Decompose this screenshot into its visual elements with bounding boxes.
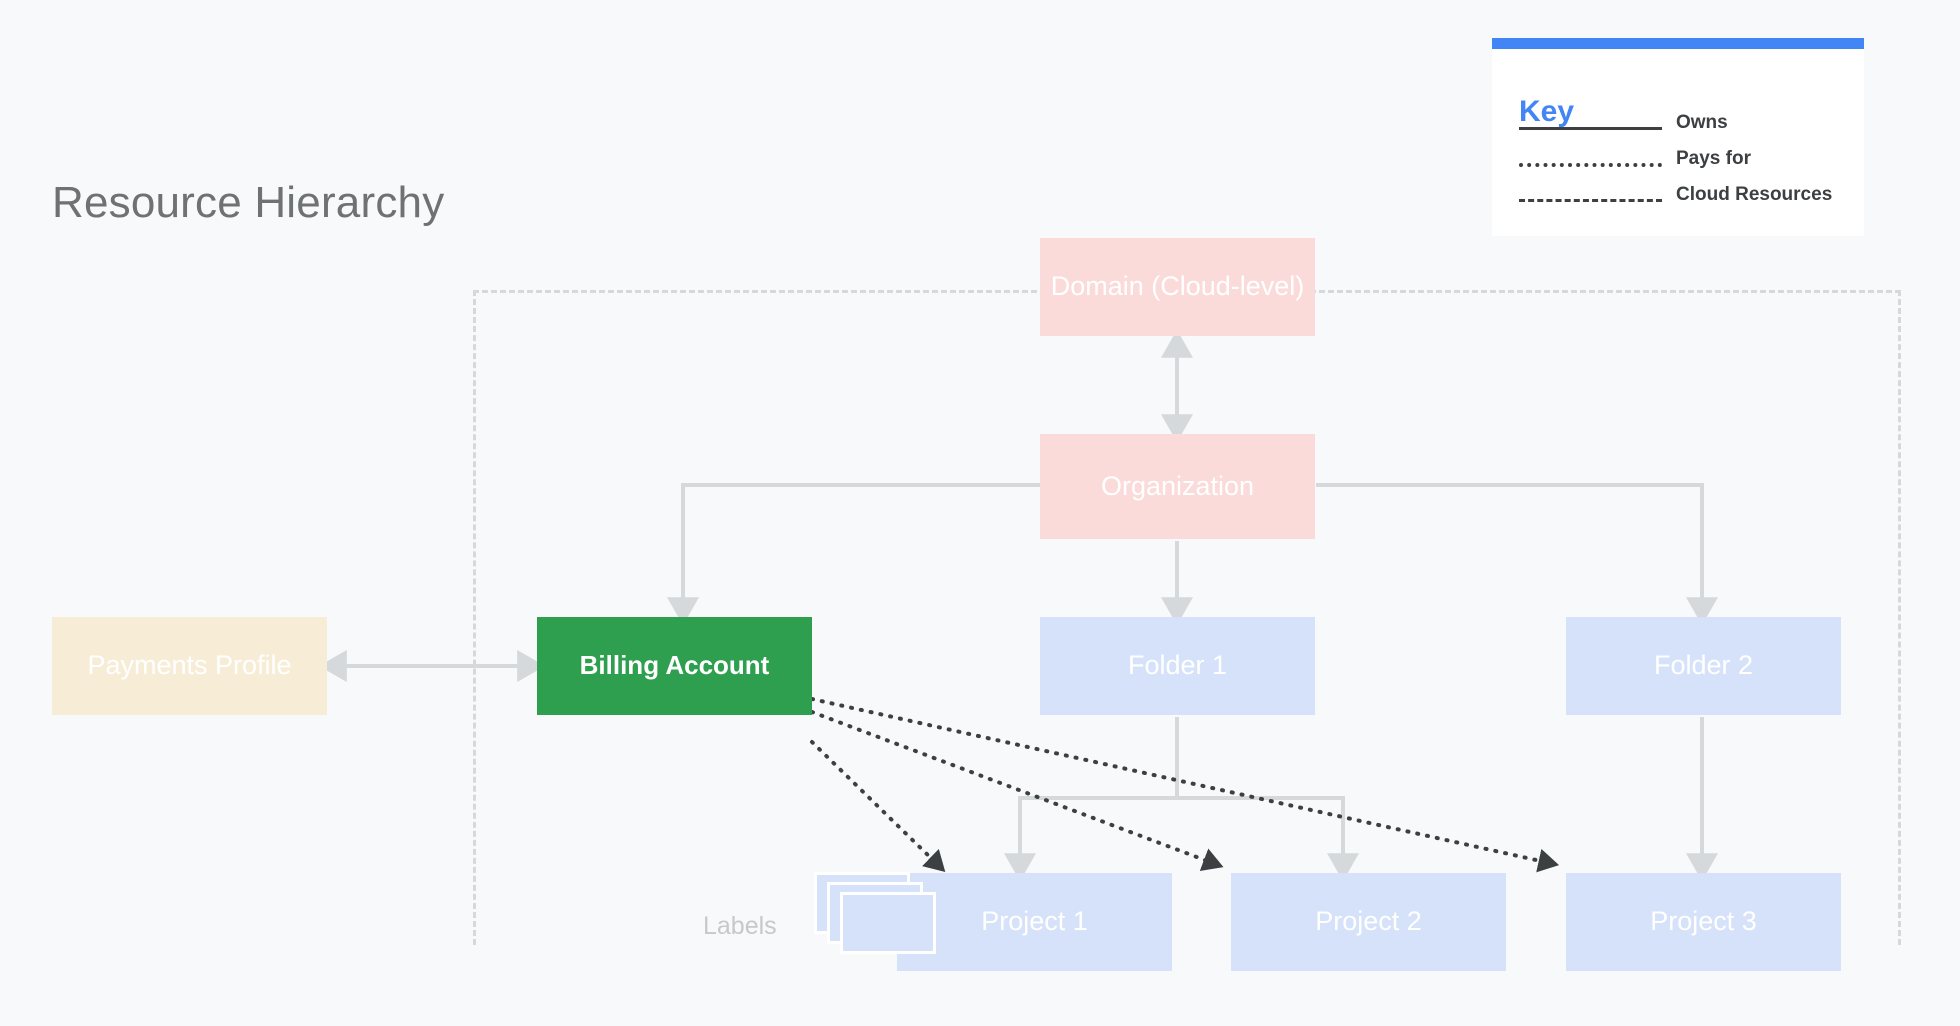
labels-caption: Labels <box>703 912 777 940</box>
key-accent-bar <box>1492 38 1864 49</box>
node-project-3-label: Project 3 <box>1650 906 1757 937</box>
page-title: Resource Hierarchy <box>52 178 445 227</box>
node-payments-profile-label: Payments Profile <box>87 650 292 681</box>
key-row-owns: Owns <box>1519 111 1849 147</box>
node-billing-account[interactable]: Billing Account <box>537 617 812 715</box>
solid-line-icon <box>1519 111 1662 147</box>
key-row-pays-for: Pays for <box>1519 147 1849 183</box>
node-folder-2-label: Folder 2 <box>1653 650 1754 681</box>
node-domain-label: Domain (Cloud-level) <box>1050 271 1305 302</box>
key-legend-card: Key Owns Pays for <box>1492 38 1864 236</box>
node-project-1-label: Project 1 <box>981 906 1088 937</box>
node-project-2-label: Project 2 <box>1315 906 1422 937</box>
labels-stack-icon[interactable] <box>814 872 942 970</box>
dotted-line-icon <box>1519 147 1662 183</box>
node-project-2[interactable]: Project 2 <box>1231 873 1506 971</box>
key-rows: Owns Pays for Cloud Resources <box>1519 111 1849 219</box>
dashed-line-icon <box>1519 183 1662 219</box>
key-row-pays-for-label: Pays for <box>1676 148 1751 169</box>
key-row-owns-label: Owns <box>1676 112 1728 133</box>
node-payments-profile[interactable]: Payments Profile <box>52 617 327 715</box>
node-folder-2[interactable]: Folder 2 <box>1566 617 1841 715</box>
node-billing-account-label: Billing Account <box>579 650 770 681</box>
label-card-front <box>840 892 936 954</box>
node-project-3[interactable]: Project 3 <box>1566 873 1841 971</box>
key-row-cloud-resources-label: Cloud Resources <box>1676 184 1833 205</box>
node-project-1[interactable]: Project 1 <box>897 873 1172 971</box>
node-organization-label: Organization <box>1100 470 1255 501</box>
node-folder-1-label: Folder 1 <box>1127 650 1228 681</box>
node-organization[interactable]: Organization <box>1040 434 1315 539</box>
node-folder-1[interactable]: Folder 1 <box>1040 617 1315 715</box>
key-row-cloud-resources: Cloud Resources <box>1519 183 1849 219</box>
key-legend-body: Key Owns Pays for <box>1492 49 1864 236</box>
key-heading: Key <box>1519 95 1575 128</box>
node-domain[interactable]: Domain (Cloud-level) <box>1040 238 1315 336</box>
